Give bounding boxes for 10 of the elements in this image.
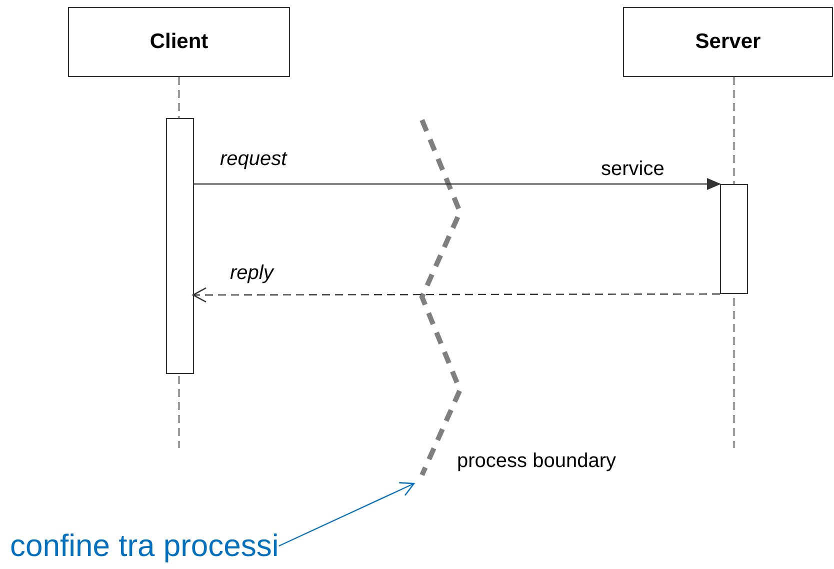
activation-bar (720, 184, 748, 294)
message-arrow (194, 178, 721, 190)
leader-line (278, 482, 415, 547)
activation-bar (166, 118, 194, 374)
callout-text: confine tra processi (10, 528, 279, 564)
operation-label: process boundary (455, 450, 618, 473)
message-arrow (192, 287, 720, 303)
lifeline-head: Server (623, 7, 833, 77)
message-label: reply (228, 262, 276, 285)
lifeline-head: Client (68, 7, 290, 77)
